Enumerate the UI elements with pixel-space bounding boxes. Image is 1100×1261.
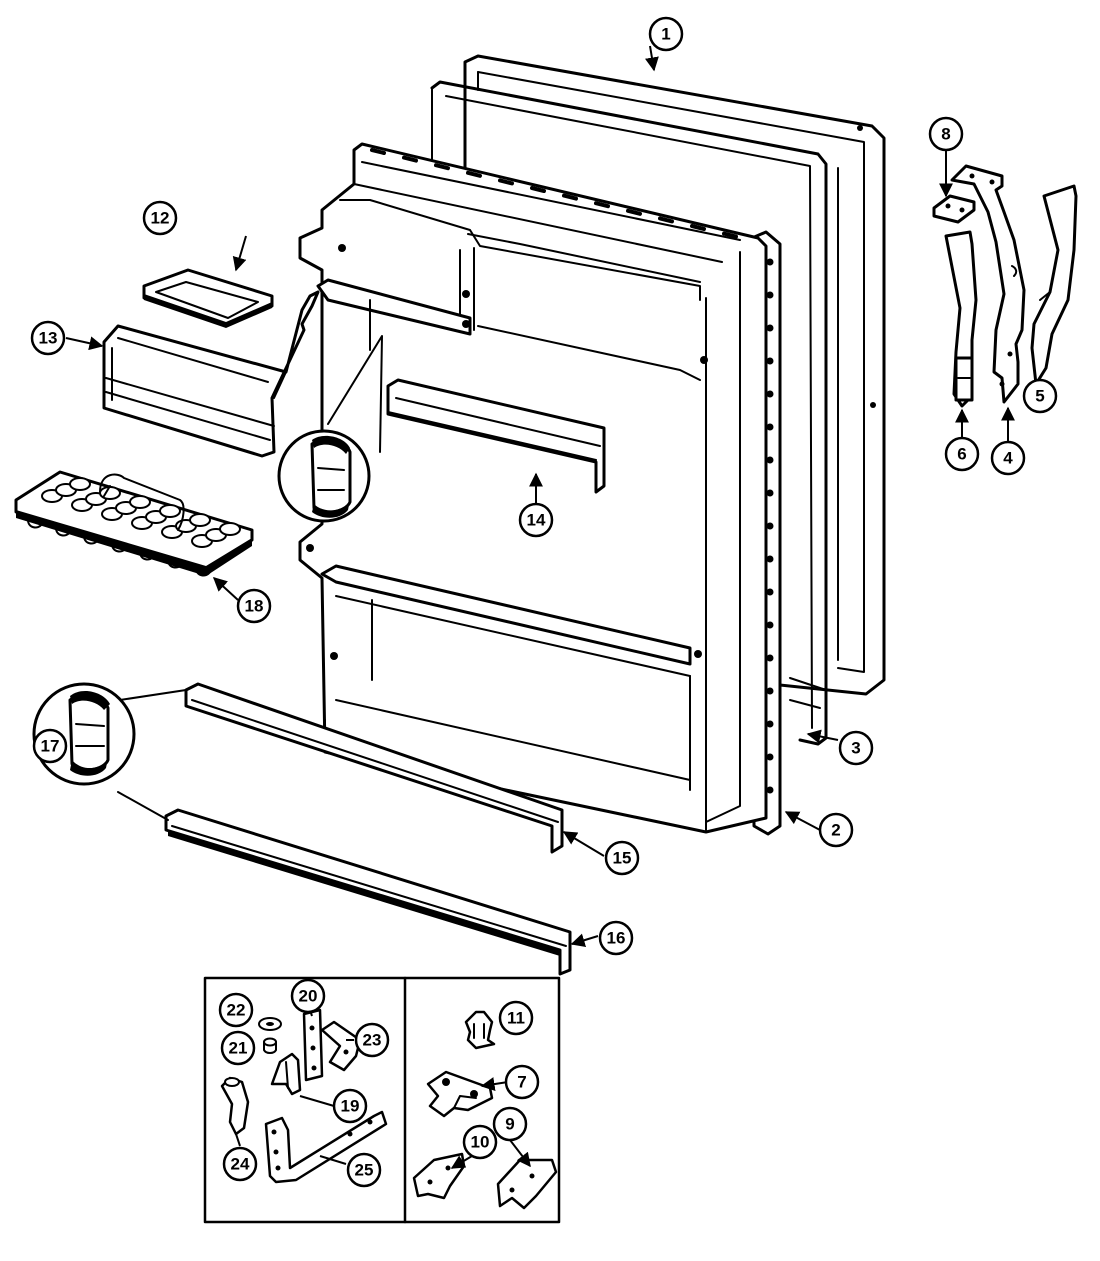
door-gasket — [430, 80, 828, 746]
svg-text:17: 17 — [41, 737, 60, 756]
svg-text:24: 24 — [231, 1155, 250, 1174]
spacer-part-21 — [263, 1037, 277, 1054]
hinge-bracket-part-7 — [426, 1070, 494, 1118]
svg-text:4: 4 — [1003, 449, 1013, 468]
callout-9: 9 — [492, 1106, 528, 1142]
svg-text:13: 13 — [39, 329, 58, 348]
callout-10: 10 — [462, 1124, 498, 1160]
callout-3: 3 — [838, 730, 874, 766]
svg-text:21: 21 — [229, 1039, 248, 1058]
callout-23: 23 — [354, 1022, 390, 1058]
callout-22: 22 — [218, 992, 254, 1028]
callout-25: 25 — [346, 1152, 382, 1188]
shelf-clip-detail-upper — [277, 335, 383, 523]
inner-door-liner — [298, 142, 768, 834]
bracket-part-23 — [320, 1020, 362, 1072]
door-shelf-bar-upper — [386, 378, 606, 494]
dairy-door-tray — [142, 268, 274, 328]
door-handle-strip-part-4 — [950, 164, 1026, 404]
svg-text:12: 12 — [151, 209, 170, 228]
svg-text:3: 3 — [851, 739, 860, 758]
callout-12: 12 — [142, 200, 178, 236]
door-handle-trim-part-5 — [1030, 184, 1078, 386]
svg-text:8: 8 — [941, 125, 950, 144]
hinge-block-part-19 — [270, 1052, 302, 1096]
svg-text:1: 1 — [661, 25, 670, 44]
hardware-inset — [203, 976, 561, 1224]
egg-tray — [14, 470, 254, 577]
svg-text:10: 10 — [471, 1133, 490, 1152]
svg-text:5: 5 — [1035, 387, 1044, 406]
svg-text:11: 11 — [507, 1009, 525, 1028]
svg-text:6: 6 — [957, 445, 966, 464]
svg-text:14: 14 — [527, 511, 546, 530]
hinge-part-24 — [220, 1076, 250, 1136]
svg-text:16: 16 — [607, 929, 626, 948]
hinge-cover-part-8 — [932, 194, 976, 224]
svg-text:2: 2 — [831, 821, 840, 840]
svg-text:7: 7 — [517, 1073, 526, 1092]
hinge-cover-part-9 — [496, 1158, 558, 1210]
svg-text:18: 18 — [245, 597, 264, 616]
callout-15: 15 — [604, 840, 640, 876]
callout-4: 4 — [990, 440, 1026, 476]
svg-text:19: 19 — [341, 1097, 360, 1116]
callout-13: 13 — [30, 320, 66, 356]
callout-2: 2 — [818, 812, 854, 848]
svg-text:9: 9 — [505, 1115, 514, 1134]
callout-1: 1 — [648, 16, 684, 52]
callout-5: 5 — [1022, 378, 1058, 414]
callout-7: 7 — [504, 1064, 540, 1100]
callout-6: 6 — [944, 436, 980, 472]
callout-17: 17 — [32, 728, 68, 764]
door-shelf-bar-lower — [164, 808, 572, 976]
hinge-cover-part-10 — [412, 1152, 466, 1200]
svg-text:15: 15 — [613, 849, 632, 868]
door-shelf-bar-middle — [184, 682, 564, 854]
callout-21: 21 — [220, 1030, 256, 1066]
callout-19: 19 — [332, 1088, 368, 1124]
callout-18: 18 — [236, 588, 272, 624]
callout-labels: 1 2 3 4 5 6 7 8 9 10 11 12 13 14 15 16 1… — [30, 16, 1058, 1188]
svg-text:25: 25 — [355, 1161, 374, 1180]
leader-lines — [65, 45, 1041, 1169]
callout-24: 24 — [222, 1146, 258, 1182]
svg-text:23: 23 — [363, 1031, 382, 1050]
door-handle-cap-part-6 — [944, 230, 978, 408]
svg-text:20: 20 — [299, 987, 318, 1006]
hinge-plate-part-20 — [302, 1008, 324, 1082]
callout-20: 20 — [290, 978, 326, 1014]
bushing-part-11 — [464, 1010, 496, 1050]
hinge-bar-part-25 — [264, 1110, 388, 1184]
callout-16: 16 — [598, 920, 634, 956]
dairy-compartment — [102, 290, 320, 458]
callout-8: 8 — [928, 116, 964, 152]
svg-text:22: 22 — [227, 1001, 246, 1020]
callout-11: 11 — [498, 1000, 534, 1036]
callout-14: 14 — [518, 502, 554, 538]
